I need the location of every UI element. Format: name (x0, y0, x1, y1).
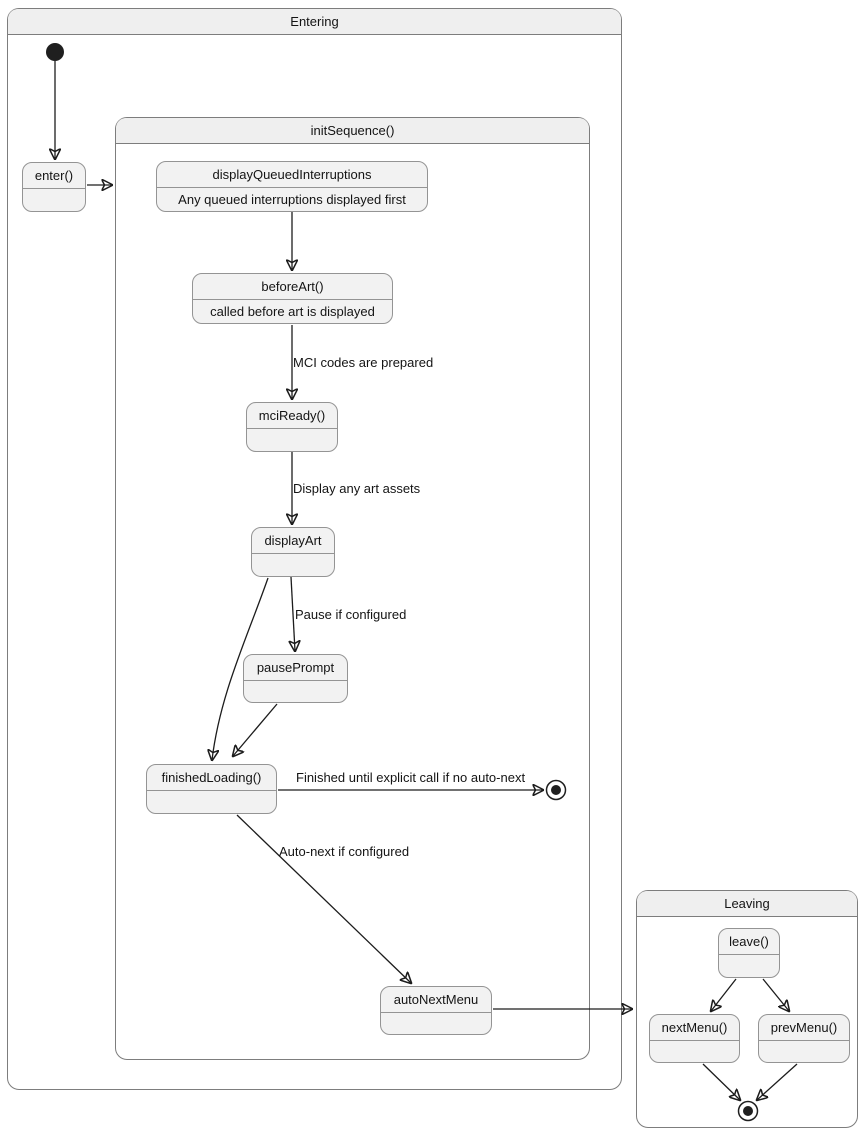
state-next-menu-label: nextMenu() (661, 1020, 728, 1035)
state-enter-label: enter() (34, 168, 74, 183)
state-next-menu: nextMenu() (649, 1014, 740, 1063)
state-pause-prompt: pausePrompt (243, 654, 348, 703)
edge-label-mci-codes-prepared: MCI codes are prepared (293, 355, 434, 370)
state-prev-menu: prevMenu() (758, 1014, 850, 1063)
edge-label-auto-next-if-configured: Auto-next if configured (279, 844, 410, 859)
edge-label-display-art-assets: Display any art assets (293, 481, 421, 496)
state-leave: leave() (718, 928, 780, 978)
container-init-sequence: initSequence() (115, 117, 590, 1060)
state-display-queued-interruptions-description: Any queued interruptions displayed first (157, 187, 427, 211)
container-leaving-title: Leaving (637, 891, 857, 917)
state-before-art-description: called before art is displayed (193, 299, 392, 323)
state-display-queued-interruptions-label: displayQueuedInterruptions (212, 167, 372, 182)
state-pause-prompt-label: pausePrompt (256, 660, 335, 675)
state-enter: enter() (22, 162, 86, 212)
state-before-art: beforeArt() called before art is display… (192, 273, 393, 324)
container-entering-title: Entering (8, 9, 621, 35)
edge-label-finished-until-explicit: Finished until explicit call if no auto-… (296, 770, 526, 785)
state-prev-menu-label: prevMenu() (770, 1020, 838, 1035)
state-mci-ready-label: mciReady() (258, 408, 326, 423)
container-init-sequence-title: initSequence() (116, 118, 589, 144)
state-mci-ready: mciReady() (246, 402, 338, 452)
state-before-art-label: beforeArt() (261, 279, 324, 294)
container-leaving: Leaving (636, 890, 858, 1128)
state-display-queued-interruptions: displayQueuedInterruptions Any queued in… (156, 161, 428, 212)
state-auto-next-menu-label: autoNextMenu (393, 992, 479, 1007)
state-display-art-label: displayArt (264, 533, 322, 548)
edge-label-pause-if-configured: Pause if configured (295, 607, 407, 622)
state-finished-loading: finishedLoading() (146, 764, 277, 814)
state-finished-loading-label: finishedLoading() (161, 770, 262, 785)
state-display-art: displayArt (251, 527, 335, 577)
state-leave-label: leave() (729, 934, 769, 949)
state-auto-next-menu: autoNextMenu (380, 986, 492, 1035)
